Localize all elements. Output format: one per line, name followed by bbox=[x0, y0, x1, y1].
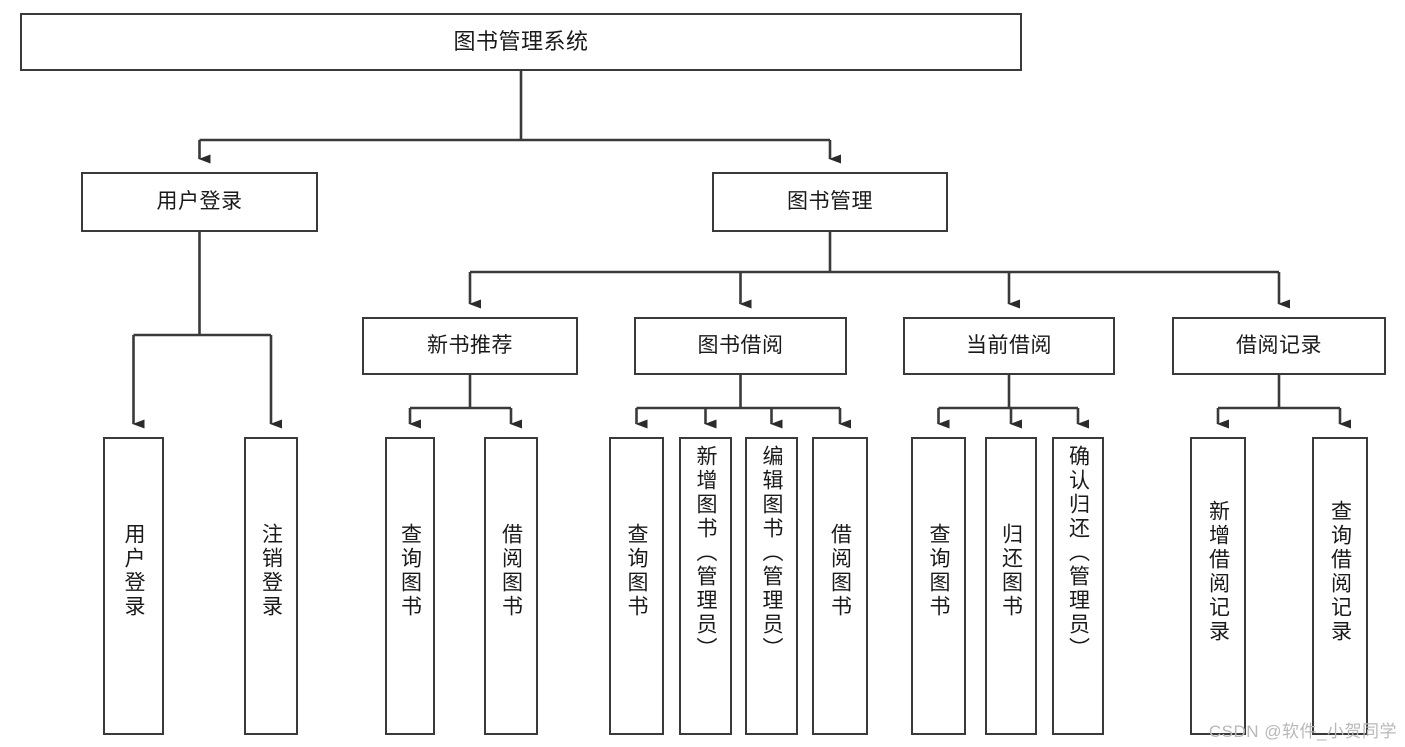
node-label: 确认归还（管理员） bbox=[1066, 445, 1090, 661]
node-label: 图书管理 bbox=[787, 189, 873, 213]
node-level2-0[interactable]: 用户登录 bbox=[81, 172, 318, 232]
node-label: 查询借阅记录 bbox=[1328, 500, 1352, 644]
node-label: 查询图书 bbox=[625, 523, 648, 619]
node-label: 查询图书 bbox=[398, 523, 422, 619]
node-leaf-5[interactable]: 新增图书（管理员） bbox=[679, 437, 732, 735]
node-label: 归还图书 bbox=[999, 523, 1023, 619]
node-label: 借阅图书 bbox=[499, 523, 523, 619]
node-label: 编辑图书（管理员） bbox=[760, 445, 783, 661]
csdn-watermark: CSDN @软件_小贺同学 bbox=[1208, 722, 1397, 741]
node-label: 图书借阅 bbox=[697, 333, 784, 357]
node-label: 新书推荐 bbox=[427, 333, 513, 357]
node-leaf-10[interactable]: 确认归还（管理员） bbox=[1052, 437, 1104, 735]
node-root[interactable]: 图书管理系统 bbox=[20, 13, 1022, 71]
node-leaf-4[interactable]: 查询图书 bbox=[609, 437, 664, 735]
node-label: 查询图书 bbox=[927, 523, 950, 619]
node-leaf-7[interactable]: 借阅图书 bbox=[812, 437, 868, 735]
node-leaf-1[interactable]: 注销登录 bbox=[244, 437, 298, 735]
node-label: 当前借阅 bbox=[966, 333, 1052, 357]
node-leaf-11[interactable]: 新增借阅记录 bbox=[1190, 437, 1246, 735]
node-label: 借阅记录 bbox=[1236, 333, 1322, 357]
node-label: 新增图书（管理员） bbox=[694, 445, 717, 661]
node-label: 用户登录 bbox=[156, 189, 243, 213]
node-label: 图书管理系统 bbox=[453, 28, 589, 54]
node-leaf-8[interactable]: 查询图书 bbox=[911, 437, 966, 735]
node-leaf-12[interactable]: 查询借阅记录 bbox=[1312, 437, 1368, 735]
node-label: 新增借阅记录 bbox=[1206, 500, 1230, 644]
node-leaf-9[interactable]: 归还图书 bbox=[985, 437, 1037, 735]
node-leaf-6[interactable]: 编辑图书（管理员） bbox=[745, 437, 798, 735]
node-label: 用户登录 bbox=[122, 523, 145, 619]
node-level3-0[interactable]: 新书推荐 bbox=[362, 317, 578, 375]
node-level2-1[interactable]: 图书管理 bbox=[712, 172, 948, 232]
node-label: 借阅图书 bbox=[828, 523, 852, 619]
node-leaf-0[interactable]: 用户登录 bbox=[103, 437, 164, 735]
node-level3-2[interactable]: 当前借阅 bbox=[903, 317, 1115, 375]
node-leaf-2[interactable]: 查询图书 bbox=[385, 437, 435, 735]
node-level3-1[interactable]: 图书借阅 bbox=[634, 317, 847, 375]
node-label: 注销登录 bbox=[259, 523, 283, 619]
node-leaf-3[interactable]: 借阅图书 bbox=[484, 437, 538, 735]
node-level3-3[interactable]: 借阅记录 bbox=[1172, 317, 1386, 375]
